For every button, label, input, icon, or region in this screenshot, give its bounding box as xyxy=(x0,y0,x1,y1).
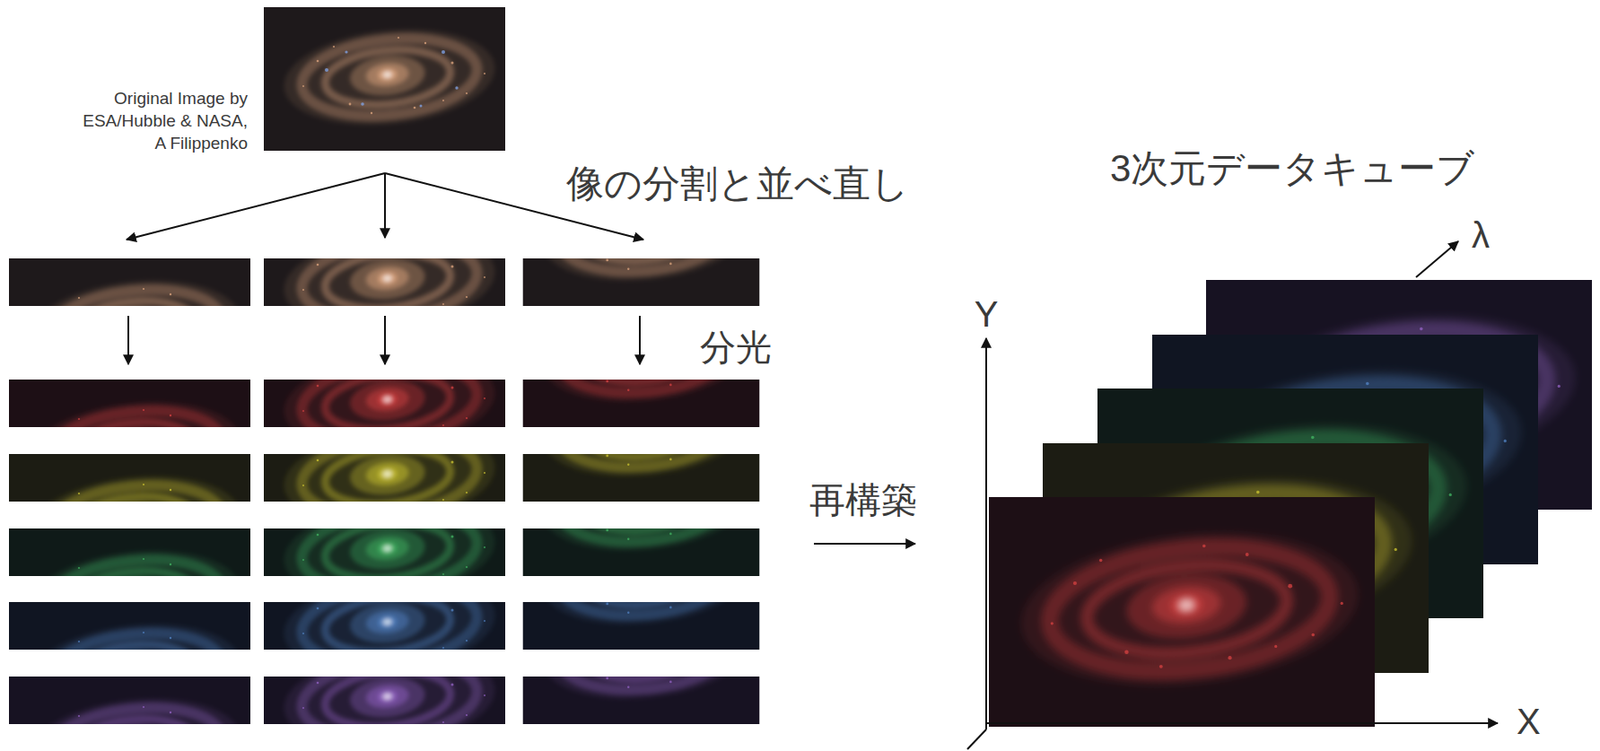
step-label: 分光 xyxy=(699,325,772,369)
axis-label: Y xyxy=(974,292,999,336)
purple-strips xyxy=(8,583,761,751)
cube-axes xyxy=(967,241,1498,750)
axis-label: λ xyxy=(1471,213,1490,257)
credit-note: Original Image by ESA/Hubble & NASA, A F… xyxy=(81,87,248,155)
split-arrows xyxy=(126,173,644,240)
reconstruct-arrow xyxy=(813,542,916,545)
cube-title: 3次元データキューブ xyxy=(1110,146,1475,192)
dispersion-arrows xyxy=(128,315,640,365)
step-label: 再構築 xyxy=(809,478,918,522)
step-label: 像の分割と並べ直し xyxy=(566,161,910,207)
galaxy-image xyxy=(263,7,506,151)
axis-label: X xyxy=(1516,699,1541,744)
data-cube xyxy=(988,279,1592,727)
